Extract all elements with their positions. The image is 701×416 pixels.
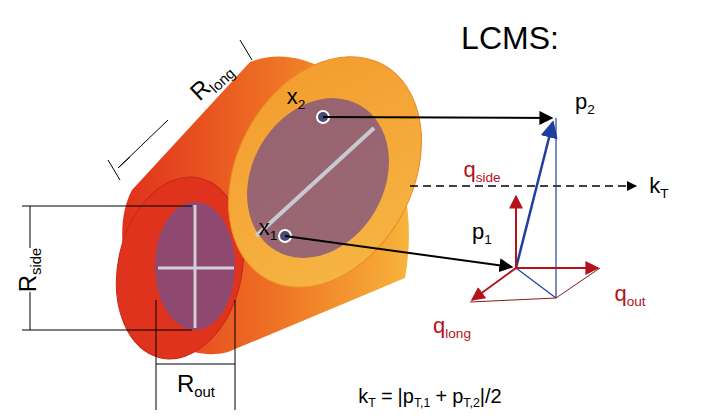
q-component [516,267,598,269]
subscript: T,2 [463,396,480,410]
cylinder-end [190,23,460,321]
dimension-line [240,40,252,60]
subscript: out [627,294,646,309]
dimension-line [22,206,192,207]
subscript: 2 [587,102,595,117]
symbol: |/2 [480,385,502,407]
symbol: R [177,370,194,397]
dimension-line [118,157,130,168]
subscript: 1 [270,228,278,243]
symbol: p [472,219,484,244]
momentum-vector [323,117,552,118]
symbol: LCMS: [461,20,559,56]
symbol: q [433,313,445,338]
formula: kT =|pT,1 +pT,2|/2 [358,386,501,410]
source-ellipse [219,72,417,283]
subscript: long [445,326,471,341]
dimension-line [168,52,240,120]
dimension-line [156,300,157,410]
vector-label: p1 [472,221,492,246]
subscript: side [476,170,501,185]
projection-line [470,298,556,302]
dimension-line [30,206,31,248]
dimension-line [118,120,168,168]
dimension-label: Rout [177,372,215,400]
projection-line [556,268,600,298]
subscript: T [660,186,668,201]
symbol: q [614,281,626,306]
symbol: p [575,89,587,114]
vector-label: qout [614,283,645,308]
symbol: k [358,385,368,407]
subscript: out [194,384,215,400]
cross-line [194,205,197,328]
frame-title: LCMS: [461,22,559,54]
symbol: |p [398,385,414,407]
dimension-label: Rside [16,248,44,293]
symbol: = [381,385,393,407]
kt-axis [410,185,636,187]
q-component [472,268,516,300]
dimension-line [156,364,235,365]
vector-label: qlong [433,315,471,340]
projection-line [555,118,556,298]
dimension-line [22,330,192,331]
symbol: q [463,157,475,182]
dimension-line [235,300,236,410]
source-ellipse [155,202,235,330]
dimension-line [108,160,120,180]
projection-line [516,268,556,298]
symbol: x [259,215,270,240]
symbol: + [435,385,447,407]
subscript: T,1 [414,396,431,410]
subscript: 1 [484,232,492,247]
symbol: x [287,84,298,109]
symbol: p [452,385,463,407]
symbol: k [649,173,660,198]
point-label: x1 [259,217,278,242]
q-vector [516,122,553,268]
q-component [515,196,517,268]
subscript: 2 [298,97,306,112]
dimension-line [30,292,31,330]
vector-label: kT [649,175,668,200]
subscript: T [368,396,376,410]
vector-label: qside [463,159,500,184]
symbol: R [14,275,41,292]
point-label: x2 [287,86,306,111]
pair-line [256,128,374,236]
vector-label: p2 [575,91,595,116]
subscript: side [28,248,44,275]
